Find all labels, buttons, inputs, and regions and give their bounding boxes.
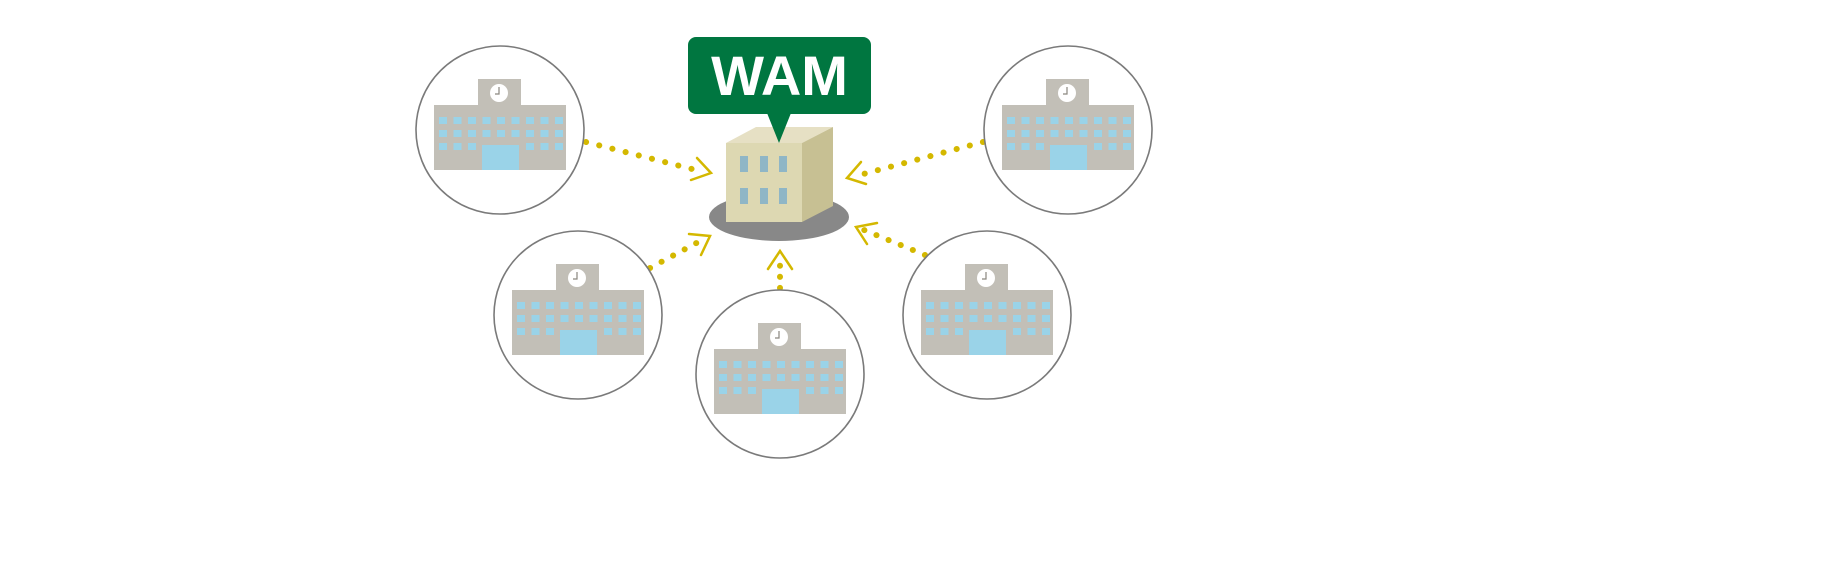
- arrow-middle-left: [647, 232, 712, 271]
- wam-badge: WAM: [688, 37, 871, 143]
- arrow-middle-right: [853, 221, 928, 258]
- school-bottom-center-icon: [695, 289, 865, 459]
- arrow-bottom-center: [766, 248, 794, 291]
- school-top-left-icon: [415, 45, 585, 215]
- arrow-top-right: [844, 139, 986, 186]
- school-middle-left-icon: [493, 230, 663, 400]
- arrow-top-left: [583, 139, 714, 182]
- school-middle-right-icon: [902, 230, 1072, 400]
- hub-building-icon: [709, 127, 849, 241]
- wam-label: WAM: [711, 44, 848, 107]
- school-top-right-icon: [983, 45, 1153, 215]
